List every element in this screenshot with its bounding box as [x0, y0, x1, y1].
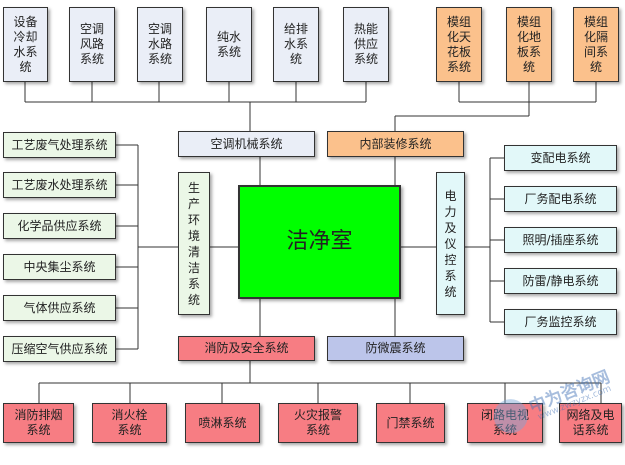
chemical-supply-box: 化学品供应系统 [3, 213, 116, 239]
access-control-box: 门禁系统 [376, 403, 445, 443]
hvac-mechanical-system-box: 空调机械系统 [178, 131, 315, 157]
cleanroom-core-box: 洁净室 [238, 185, 401, 299]
modular-ceiling-box: 模组 化天 花板 系统 [436, 7, 482, 82]
pure-water-system-box: 纯水 系统 [206, 7, 252, 82]
fire-smoke-exhaust-box: 消防排烟 系统 [3, 403, 74, 443]
cctv-system-box: 闭路电视 系统 [467, 403, 543, 443]
gas-supply-box: 气体供应系统 [3, 295, 116, 321]
micro-vibration-protection-box: 防微震系统 [327, 336, 464, 361]
equipment-cooling-water-box: 设备 冷却 水系 统 [3, 7, 48, 82]
sprinkler-system-box: 喷淋系统 [185, 403, 260, 443]
fire-safety-system-box: 消防及安全系统 [178, 336, 315, 361]
modular-partition-box: 模组 化隔 间系 统 [573, 7, 619, 82]
plant-monitoring-box: 厂务监控系统 [504, 309, 617, 335]
fire-alarm-box: 火灾报警 系统 [278, 403, 358, 443]
process-wastewater-treatment-box: 工艺废水处理系统 [3, 172, 116, 198]
hvac-air-system-box: 空调 风路 系统 [69, 7, 115, 82]
production-environment-cleaning-box: 生 产 环 境 清 洁 系 统 [178, 172, 210, 315]
modular-floor-box: 模组 化地 板系 统 [506, 7, 552, 82]
plant-power-distribution-box: 厂务配电系统 [504, 186, 617, 212]
network-telephone-box: 网络及电 话系统 [559, 403, 622, 443]
central-dust-collection-box: 中央集尘系统 [3, 254, 116, 280]
power-instrumentation-control-box: 电 力 及 仪 控 系 统 [436, 172, 465, 315]
heat-supply-system-box: 热能 供应 系统 [343, 7, 389, 82]
hvac-water-system-box: 空调 水路 系统 [137, 7, 183, 82]
interior-decoration-system-box: 内部装修系统 [327, 131, 464, 157]
lightning-static-protection-box: 防雷/静电系统 [504, 268, 617, 294]
lighting-socket-box: 照明/插座系统 [504, 227, 617, 253]
process-exhaust-treatment-box: 工艺废气处理系统 [3, 132, 116, 158]
water-supply-drainage-box: 给排 水系 统 [273, 7, 319, 82]
compressed-air-supply-box: 压缩空气供应系统 [3, 336, 116, 362]
substation-distribution-box: 变配电系统 [504, 145, 617, 171]
fire-hydrant-box: 消火栓 系统 [92, 403, 167, 443]
connector-lines [24, 82, 602, 403]
